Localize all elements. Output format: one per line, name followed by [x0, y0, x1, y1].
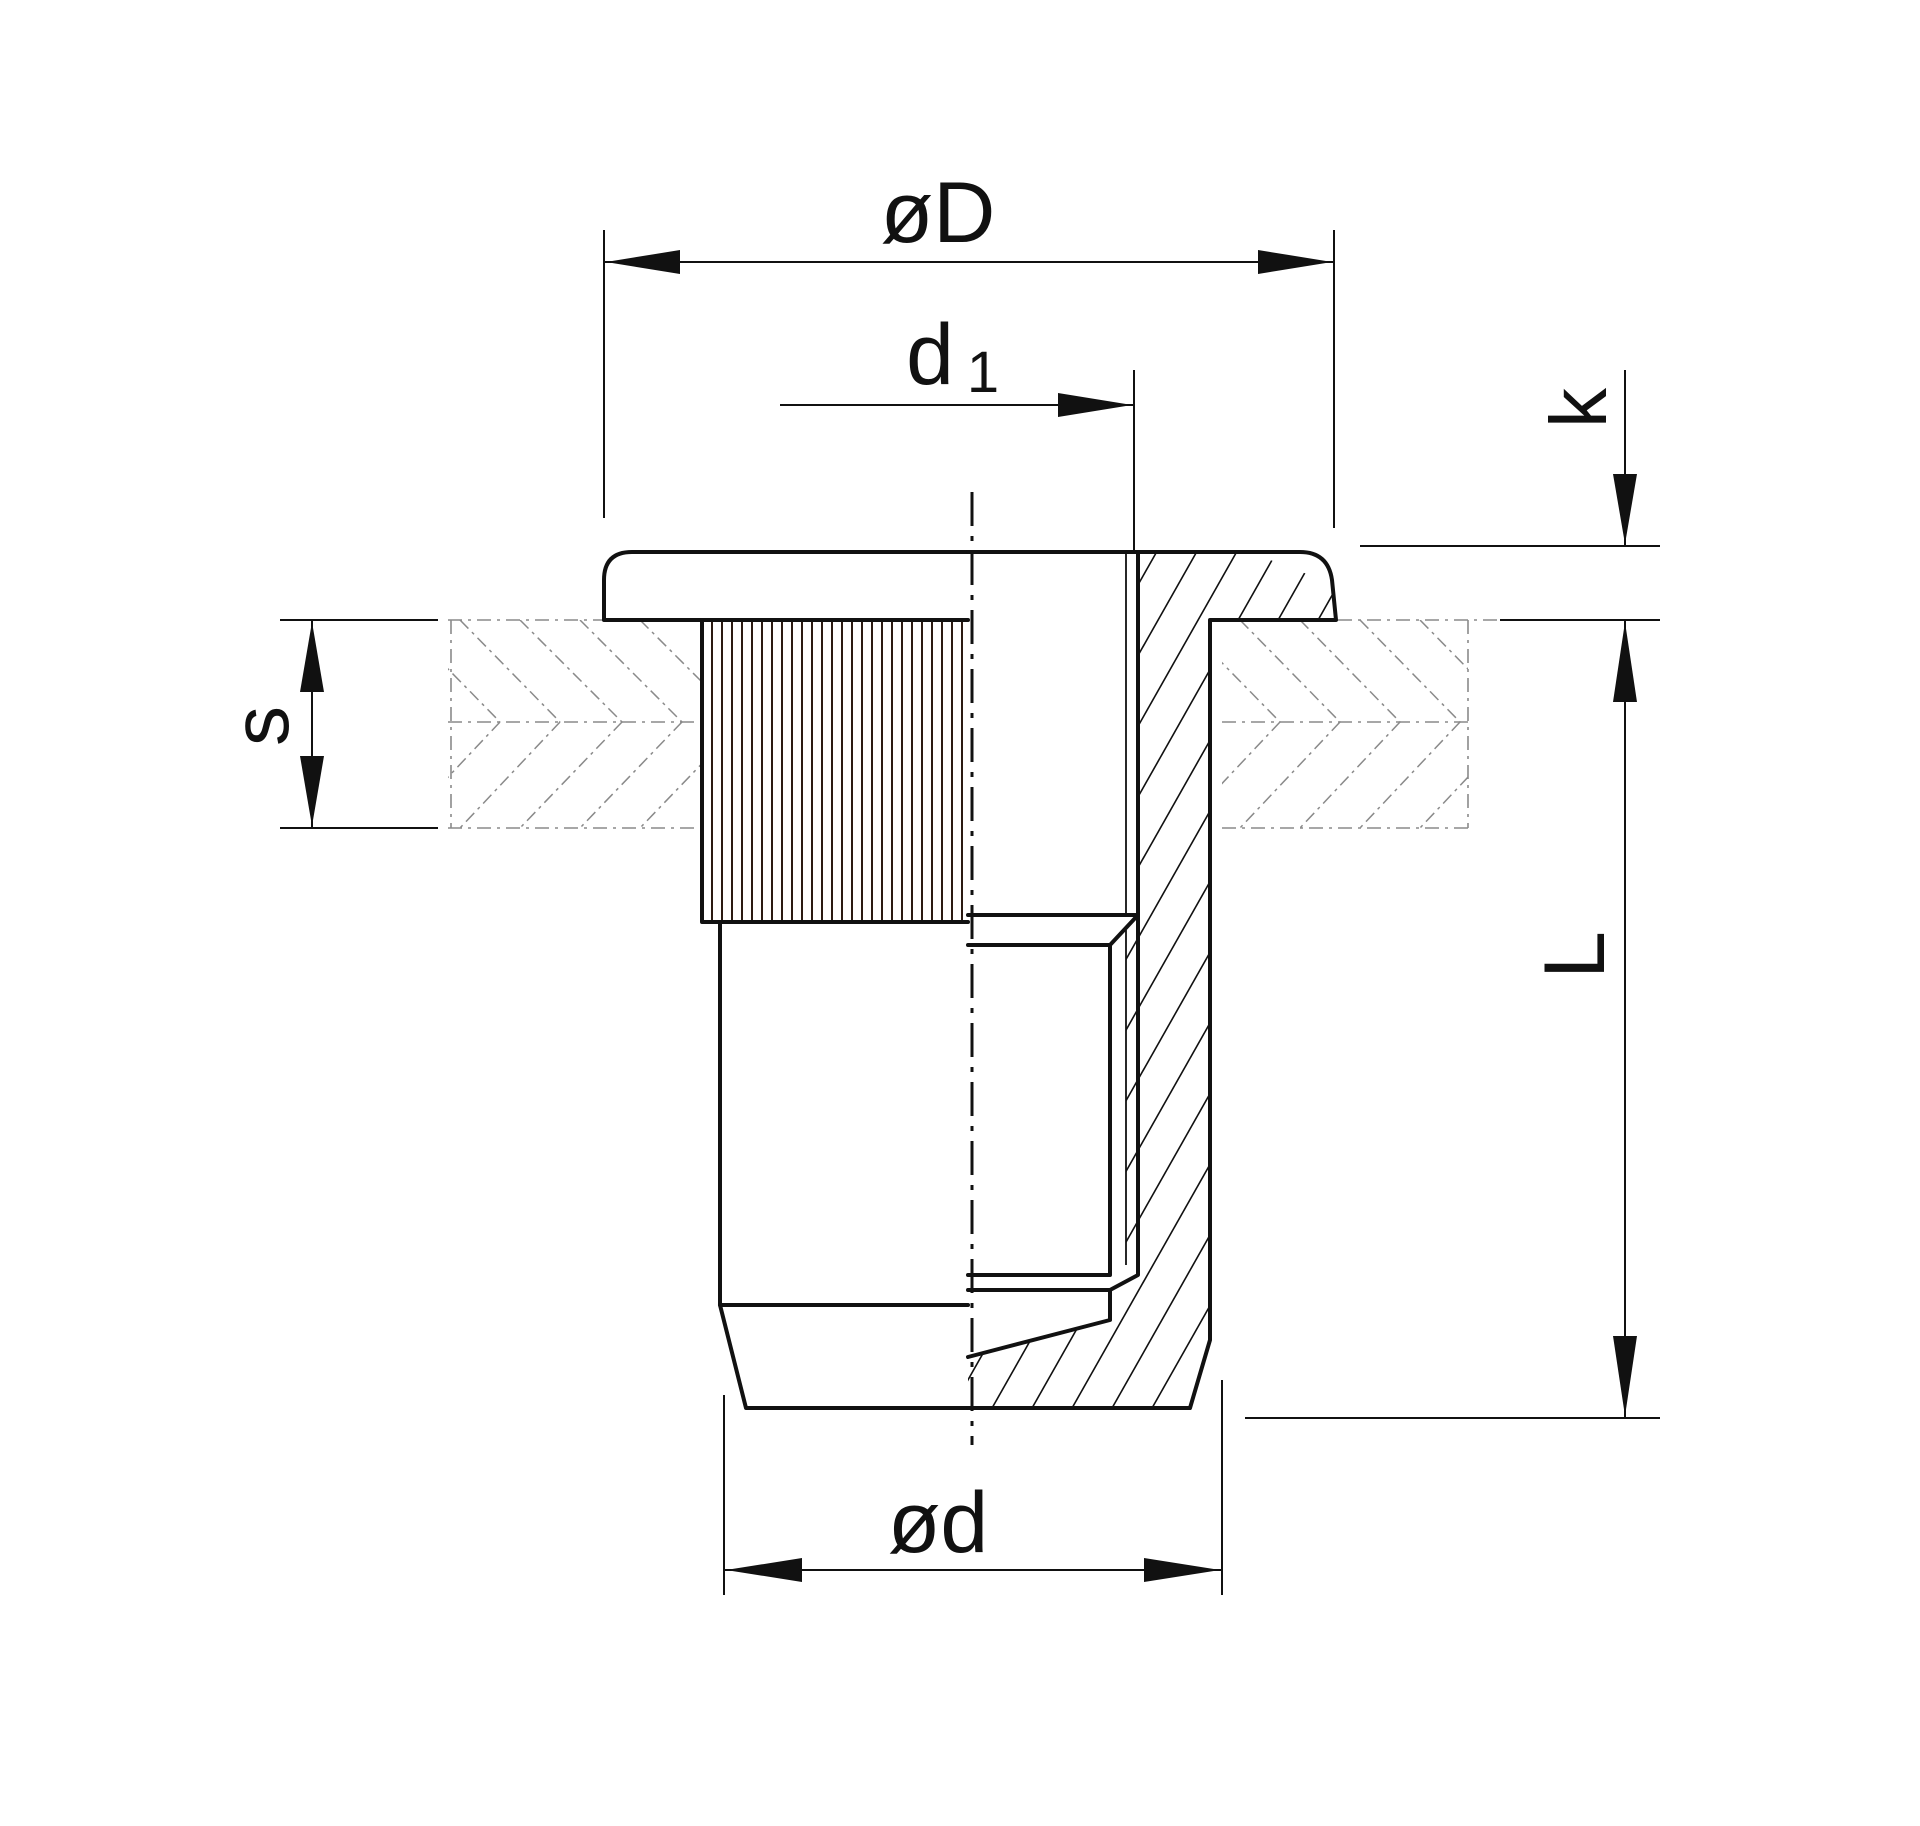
label-length: L: [1527, 931, 1623, 979]
section-outline: [966, 550, 1338, 1410]
label-shank-diameter: ød: [888, 1475, 988, 1571]
plate-hatch-right: [1222, 620, 1468, 828]
label-thread-diameter: d: [906, 307, 954, 403]
thread-core-line: [966, 943, 1112, 1277]
dimension-grip-range: [280, 619, 438, 829]
shank-left: [718, 920, 970, 1307]
dimension-thread-diameter: [780, 370, 1135, 552]
plate-hatch-left: [448, 620, 702, 828]
label-head-diameter: øD: [881, 165, 996, 261]
dimension-shank-diameter: [723, 1380, 1223, 1595]
flange-head-left: [602, 550, 970, 622]
label-grip-range: s: [216, 706, 305, 746]
label-thread-diameter-subscript: 1: [967, 340, 999, 405]
dimension-length: [1245, 620, 1660, 1419]
tapered-tip-left: [718, 1303, 970, 1410]
sheet-plate: [448, 619, 1500, 829]
label-head-height: k: [1534, 387, 1623, 428]
section-hatch: [968, 552, 1336, 1408]
dimension-head-height: [1360, 370, 1660, 621]
knurled-section-outline: [700, 618, 970, 924]
rivet-nut-section-view: [966, 550, 1338, 1410]
bore-outline: [966, 550, 1140, 917]
rivet-nut-exterior-view: [602, 550, 970, 1410]
knurl-pattern: [711, 622, 963, 920]
dimension-head-diameter: [603, 230, 1335, 528]
